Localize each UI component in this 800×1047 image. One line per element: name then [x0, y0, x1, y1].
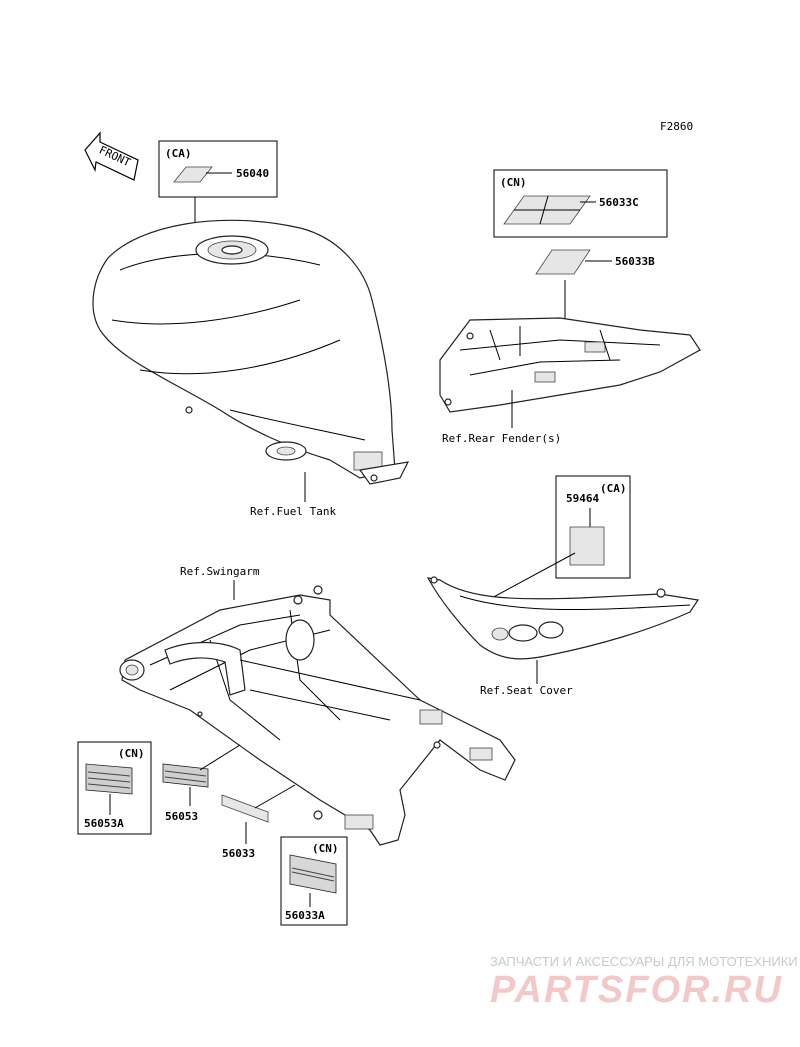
sticker-shape: [569, 526, 605, 566]
label-box-56033c[interactable]: (CN) 56033C: [493, 169, 668, 238]
label-box-59464[interactable]: (CA) 59464: [555, 475, 631, 579]
seat-cover[interactable]: [426, 576, 700, 660]
part-number-56053: 56053: [165, 810, 198, 823]
ref-swingarm: Ref.Swingarm: [180, 565, 260, 578]
diagram-code: F2860: [660, 120, 693, 133]
watermark-tagline: ЗАПЧАСТИ И АКСЕССУАРЫ ДЛЯ МОТОТЕХНИКИ: [490, 954, 798, 969]
front-arrow-icon: FRONT: [84, 131, 139, 181]
part-number-56033c: 56033C: [599, 196, 639, 209]
part-number-59464: 59464: [566, 492, 599, 505]
label-box-56033a[interactable]: (CN) 56033A: [280, 836, 348, 926]
label-box-56040[interactable]: (CA) 56040: [158, 140, 278, 198]
ref-seat-cover: Ref.Seat Cover: [480, 684, 573, 697]
label-box-56053a[interactable]: (CN) 56053A: [77, 741, 152, 835]
box-region-tag: (CN): [312, 842, 339, 855]
part-number-56033: 56033: [222, 847, 255, 860]
box-region-tag: (CA): [600, 482, 627, 495]
fuel-tank[interactable]: [92, 219, 410, 485]
sticker-56053[interactable]: 56053: [162, 763, 209, 823]
ref-fuel-tank: Ref.Fuel Tank: [250, 505, 336, 518]
box-region-tag: (CA): [165, 147, 192, 160]
part-number-56053a: 56053A: [84, 817, 124, 830]
box-region-tag: (CN): [500, 176, 527, 189]
watermark-logo: PARTSFOR.RU: [490, 969, 783, 1011]
part-number-56033a: 56033A: [285, 909, 325, 922]
ref-rear-fender: Ref.Rear Fender(s): [442, 432, 561, 445]
sticker-shape: [173, 166, 213, 183]
part-number-56040: 56040: [236, 167, 269, 180]
part-number-56033b: 56033B: [615, 255, 655, 268]
rear-fender[interactable]: [439, 317, 701, 413]
box-region-tag: (CN): [118, 747, 145, 760]
watermark: ЗАПЧАСТИ И АКСЕССУАРЫ ДЛЯ МОТОТЕХНИКИ PA…: [490, 954, 798, 1011]
swingarm[interactable]: [119, 585, 516, 846]
sticker-56033[interactable]: 56033: [221, 794, 269, 860]
sticker-56033b[interactable]: 56033B: [535, 249, 655, 275]
